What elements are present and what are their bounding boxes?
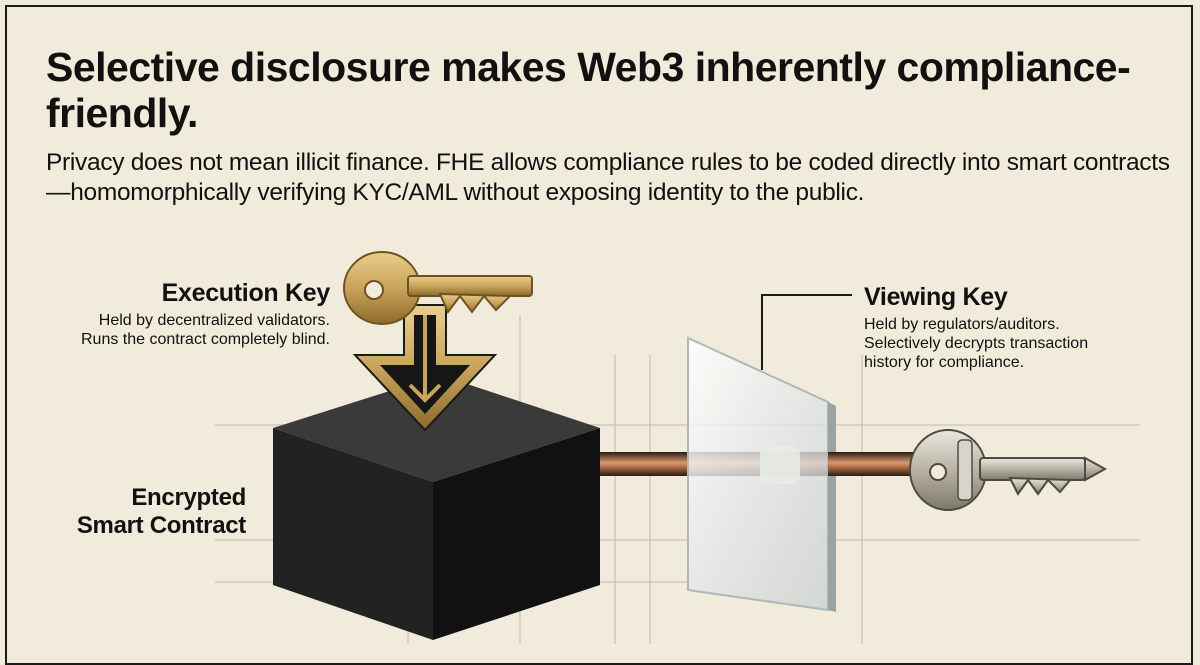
diagram-illustration xyxy=(215,251,1140,644)
page-subtitle: Privacy does not mean illicit finance. F… xyxy=(46,149,1170,206)
encrypted-contract-label: Encrypted Smart Contract xyxy=(76,484,246,539)
viewing-key-description: Held by regulators/auditors. Selectively… xyxy=(864,316,1089,371)
viewing-key-callout xyxy=(761,294,852,370)
execution-key-title: Execution Key xyxy=(161,279,331,307)
execution-key-label: Execution Key Held by decentralized vali… xyxy=(30,279,330,349)
execution-key-description: Held by decentralized validators. Runs t… xyxy=(80,312,330,348)
wire-sleeve xyxy=(760,446,800,484)
page-title: Selective disclosure makes Web3 inherent… xyxy=(46,44,1131,136)
gold-key-icon xyxy=(343,251,533,325)
black-cube-icon xyxy=(273,375,600,640)
viewing-key-label: Viewing Key Held by regulators/auditors.… xyxy=(864,283,1164,372)
silver-key-icon xyxy=(909,429,1108,511)
down-arrow-icon xyxy=(352,304,498,432)
viewing-key-title: Viewing Key xyxy=(864,283,1008,311)
